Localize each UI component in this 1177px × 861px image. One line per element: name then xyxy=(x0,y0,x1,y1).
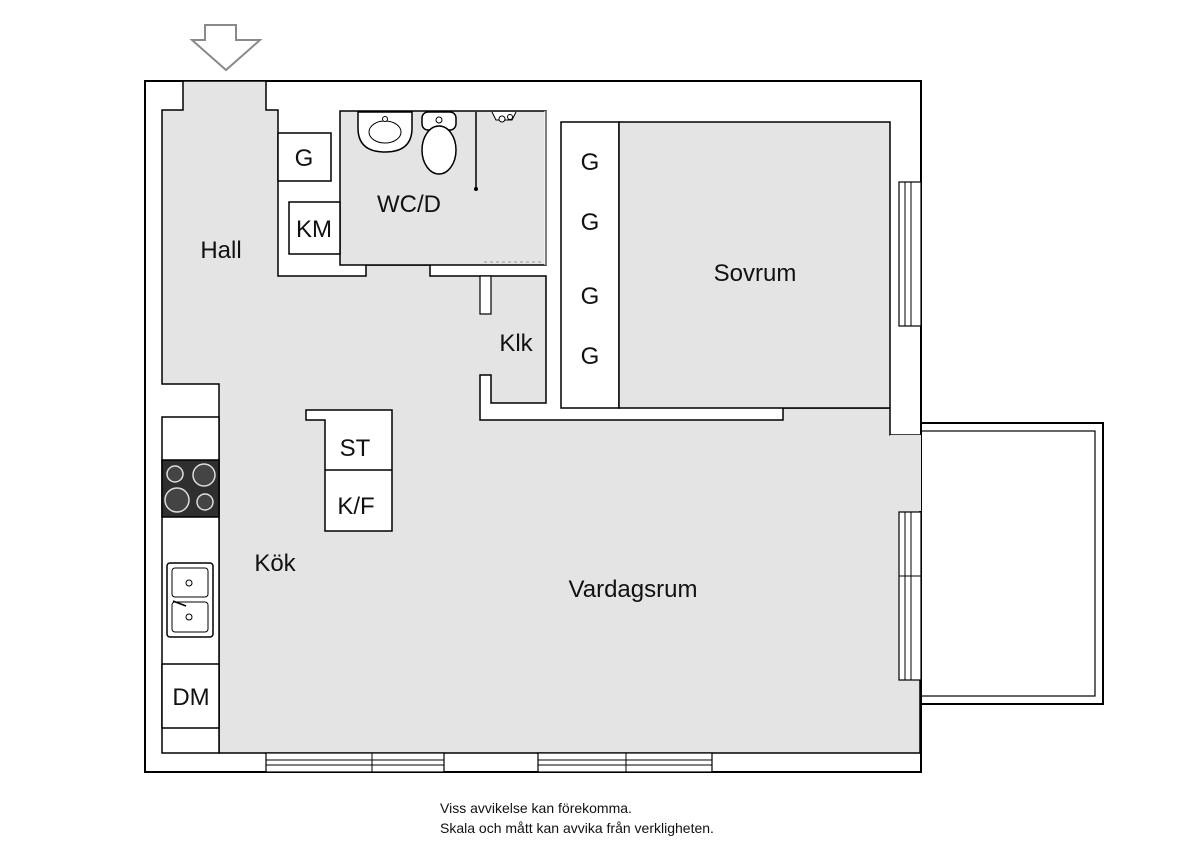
toilet-icon xyxy=(421,111,457,175)
dishwasher xyxy=(161,663,220,729)
bedroom-wardrobe-label: G xyxy=(581,149,600,176)
washer xyxy=(288,201,341,255)
disclaimer-line: Viss avvikelse kan förekomma. xyxy=(440,800,632,816)
bedroom-wardrobe-label: G xyxy=(581,343,600,370)
kitchen-sink-icon xyxy=(166,562,214,638)
cooktop-icon xyxy=(161,459,220,518)
room-label-hall: Hall xyxy=(200,237,241,264)
room-label-living: Vardagsrum xyxy=(569,576,698,603)
balcony xyxy=(920,422,1104,705)
disclaimer: Viss avvikelse kan förekomma. Skala och … xyxy=(440,798,714,838)
bedroom-wardrobe-label: G xyxy=(581,283,600,310)
disclaimer-line: Skala och mått kan avvika från verklighe… xyxy=(440,820,714,836)
balcony-door xyxy=(890,435,921,511)
shower-icon xyxy=(474,111,542,263)
dishwasher-label: DM xyxy=(172,684,209,711)
bedroom-wardrobe-label: G xyxy=(581,209,600,236)
entrance-arrow-icon xyxy=(189,24,263,72)
room-label-kitchen: Kök xyxy=(254,550,296,577)
bedroom xyxy=(618,121,891,409)
oven-label: ST xyxy=(340,435,371,462)
fridge-label: K/F xyxy=(337,493,374,520)
bedroom-wardrobes xyxy=(560,121,620,409)
washer-label: KM xyxy=(296,216,332,243)
room-label-wc: WC/D xyxy=(377,191,441,218)
bottom-window-left xyxy=(265,752,445,773)
room-label-bedroom: Sovrum xyxy=(714,260,797,287)
washbasin-icon xyxy=(357,111,413,153)
hall-wardrobe-label: G xyxy=(295,145,314,172)
hall-wardrobe xyxy=(277,132,332,182)
closet-wall xyxy=(479,275,492,315)
living-window xyxy=(898,511,922,681)
room-label-closet: Klk xyxy=(499,330,533,357)
bedroom-window xyxy=(898,181,922,327)
bottom-window-right xyxy=(537,752,713,773)
